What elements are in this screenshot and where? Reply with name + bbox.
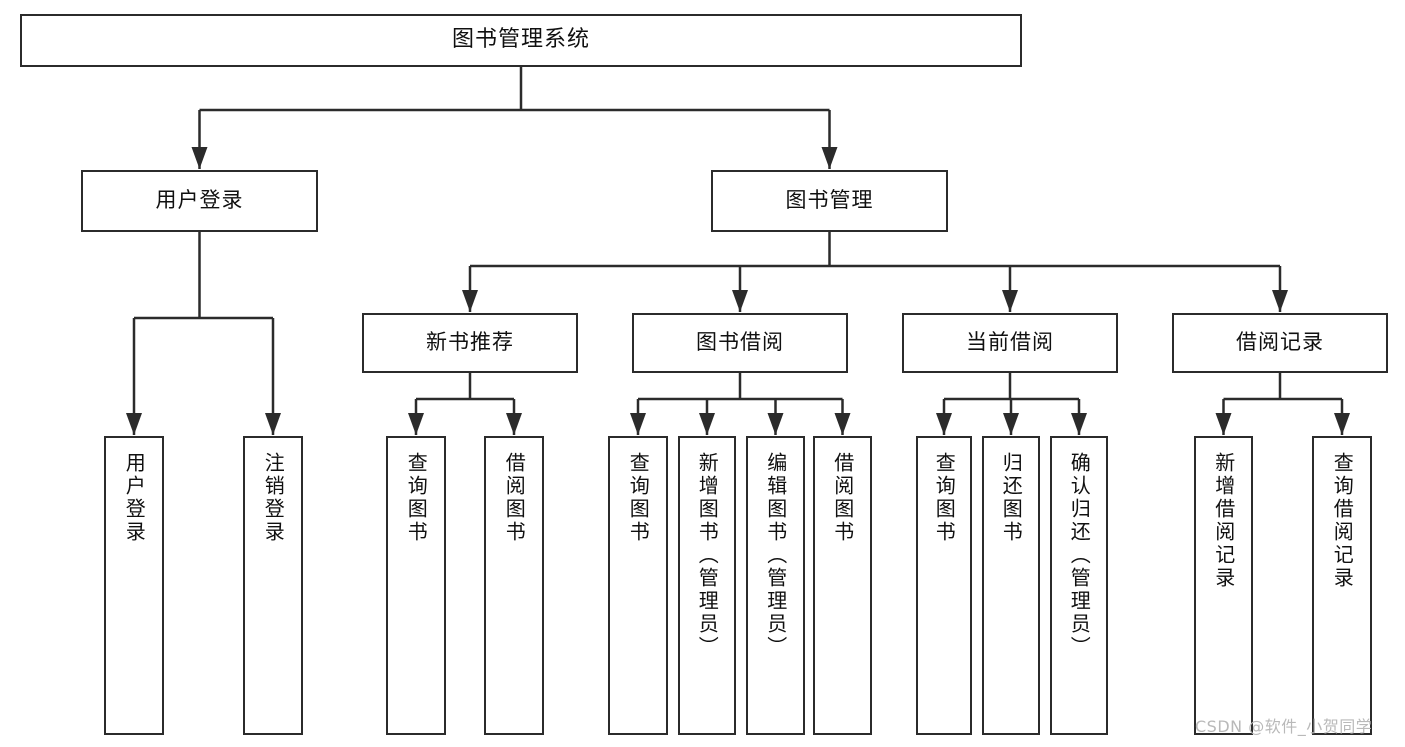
node-leaf8[interactable]: 借阅图书 (813, 436, 872, 735)
arrowhead-icon (630, 413, 646, 435)
node-label: 归还图书 (999, 452, 1024, 544)
arrowhead-icon (834, 413, 851, 435)
node-leaf11[interactable]: 确认归还（管理员） (1050, 436, 1108, 735)
arrowhead-icon (821, 147, 838, 169)
arrowhead-icon (1272, 290, 1288, 312)
node-leaf5[interactable]: 查询图书 (608, 436, 668, 735)
arrowhead-icon (408, 413, 424, 435)
watermark: CSDN @软件_小贺同学 (1195, 717, 1373, 736)
arrowhead-icon (1334, 413, 1350, 435)
arrowhead-icon (767, 413, 784, 435)
node-leaf2[interactable]: 注销登录 (243, 436, 303, 735)
arrowhead-icon (732, 290, 748, 312)
node-label: 新书推荐 (426, 330, 514, 355)
arrowhead-icon (936, 413, 952, 435)
node-label: 查询图书 (932, 452, 957, 544)
node-label: 新增图书（管理员） (695, 452, 720, 659)
node-borrow[interactable]: 图书借阅 (632, 313, 848, 373)
node-leaf13[interactable]: 查询借阅记录 (1312, 436, 1372, 735)
node-label: 新增借阅记录 (1211, 452, 1236, 590)
node-label: 图书管理 (785, 188, 874, 213)
arrowhead-icon (265, 413, 281, 435)
node-label: 借阅图书 (502, 452, 527, 544)
arrowhead-icon (1215, 413, 1232, 435)
arrowhead-icon (462, 290, 478, 312)
node-label: 注销登录 (261, 452, 286, 544)
arrowhead-icon (1003, 413, 1019, 435)
node-root[interactable]: 图书管理系统 (20, 14, 1022, 67)
node-leaf1[interactable]: 用户登录 (104, 436, 164, 735)
node-record[interactable]: 借阅记录 (1172, 313, 1388, 373)
node-label: 借阅图书 (830, 452, 855, 544)
node-leaf9[interactable]: 查询图书 (916, 436, 972, 735)
node-label: 当前借阅 (966, 330, 1054, 355)
node-label: 图书借阅 (696, 330, 784, 355)
node-label: 查询借阅记录 (1330, 452, 1355, 590)
arrowhead-icon (506, 413, 522, 435)
node-label: 用户登录 (155, 188, 244, 213)
arrowhead-icon (699, 413, 715, 435)
node-leaf6[interactable]: 新增图书（管理员） (678, 436, 736, 735)
arrowhead-icon (191, 147, 208, 169)
node-label: 图书管理系统 (451, 27, 590, 53)
node-label: 借阅记录 (1236, 330, 1324, 355)
arrowhead-icon (126, 413, 142, 435)
node-label: 编辑图书（管理员） (763, 452, 788, 659)
node-newbook[interactable]: 新书推荐 (362, 313, 578, 373)
node-leaf7[interactable]: 编辑图书（管理员） (746, 436, 805, 735)
node-label: 查询图书 (626, 452, 651, 544)
node-bookmgmt[interactable]: 图书管理 (711, 170, 948, 232)
arrowhead-icon (1002, 290, 1018, 312)
node-leaf12[interactable]: 新增借阅记录 (1194, 436, 1253, 735)
arrowhead-icon (1071, 413, 1087, 435)
node-leaf4[interactable]: 借阅图书 (484, 436, 544, 735)
node-label: 查询图书 (404, 452, 429, 544)
node-current[interactable]: 当前借阅 (902, 313, 1118, 373)
node-leaf10[interactable]: 归还图书 (982, 436, 1040, 735)
node-login[interactable]: 用户登录 (81, 170, 318, 232)
node-leaf3[interactable]: 查询图书 (386, 436, 446, 735)
node-label: 确认归还（管理员） (1067, 452, 1092, 659)
node-label: 用户登录 (122, 452, 147, 544)
